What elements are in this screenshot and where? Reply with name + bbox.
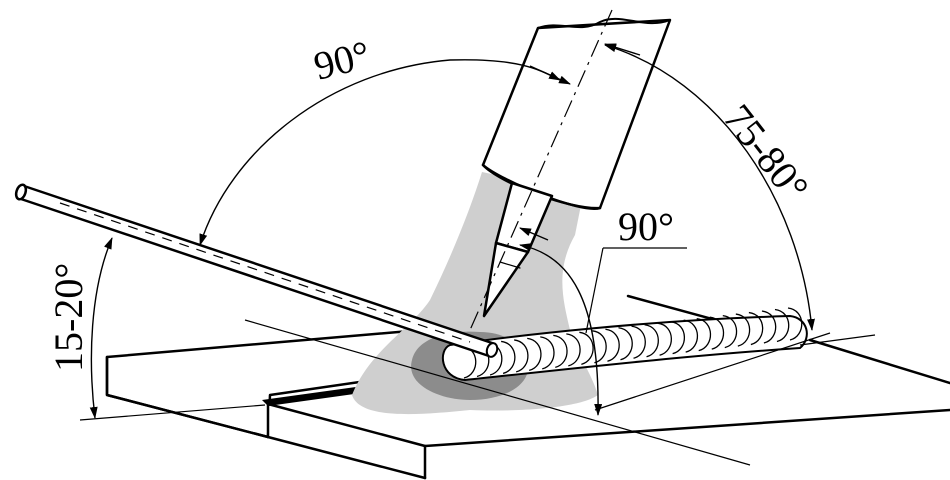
- arc-rod-plate: [89, 237, 113, 419]
- filler-rod: [14, 183, 499, 358]
- arc-torch-joint: [519, 243, 603, 416]
- label-angle-right: 75-80°: [715, 96, 818, 210]
- arc-torch-plate: [604, 44, 815, 331]
- arc-rod-torch: [199, 59, 561, 246]
- dimension-arcs: [89, 43, 815, 419]
- weld-ripple: [500, 340, 516, 375]
- label-angle-torch: 90°: [618, 204, 674, 249]
- label-angle-left: 15-20°: [46, 263, 91, 372]
